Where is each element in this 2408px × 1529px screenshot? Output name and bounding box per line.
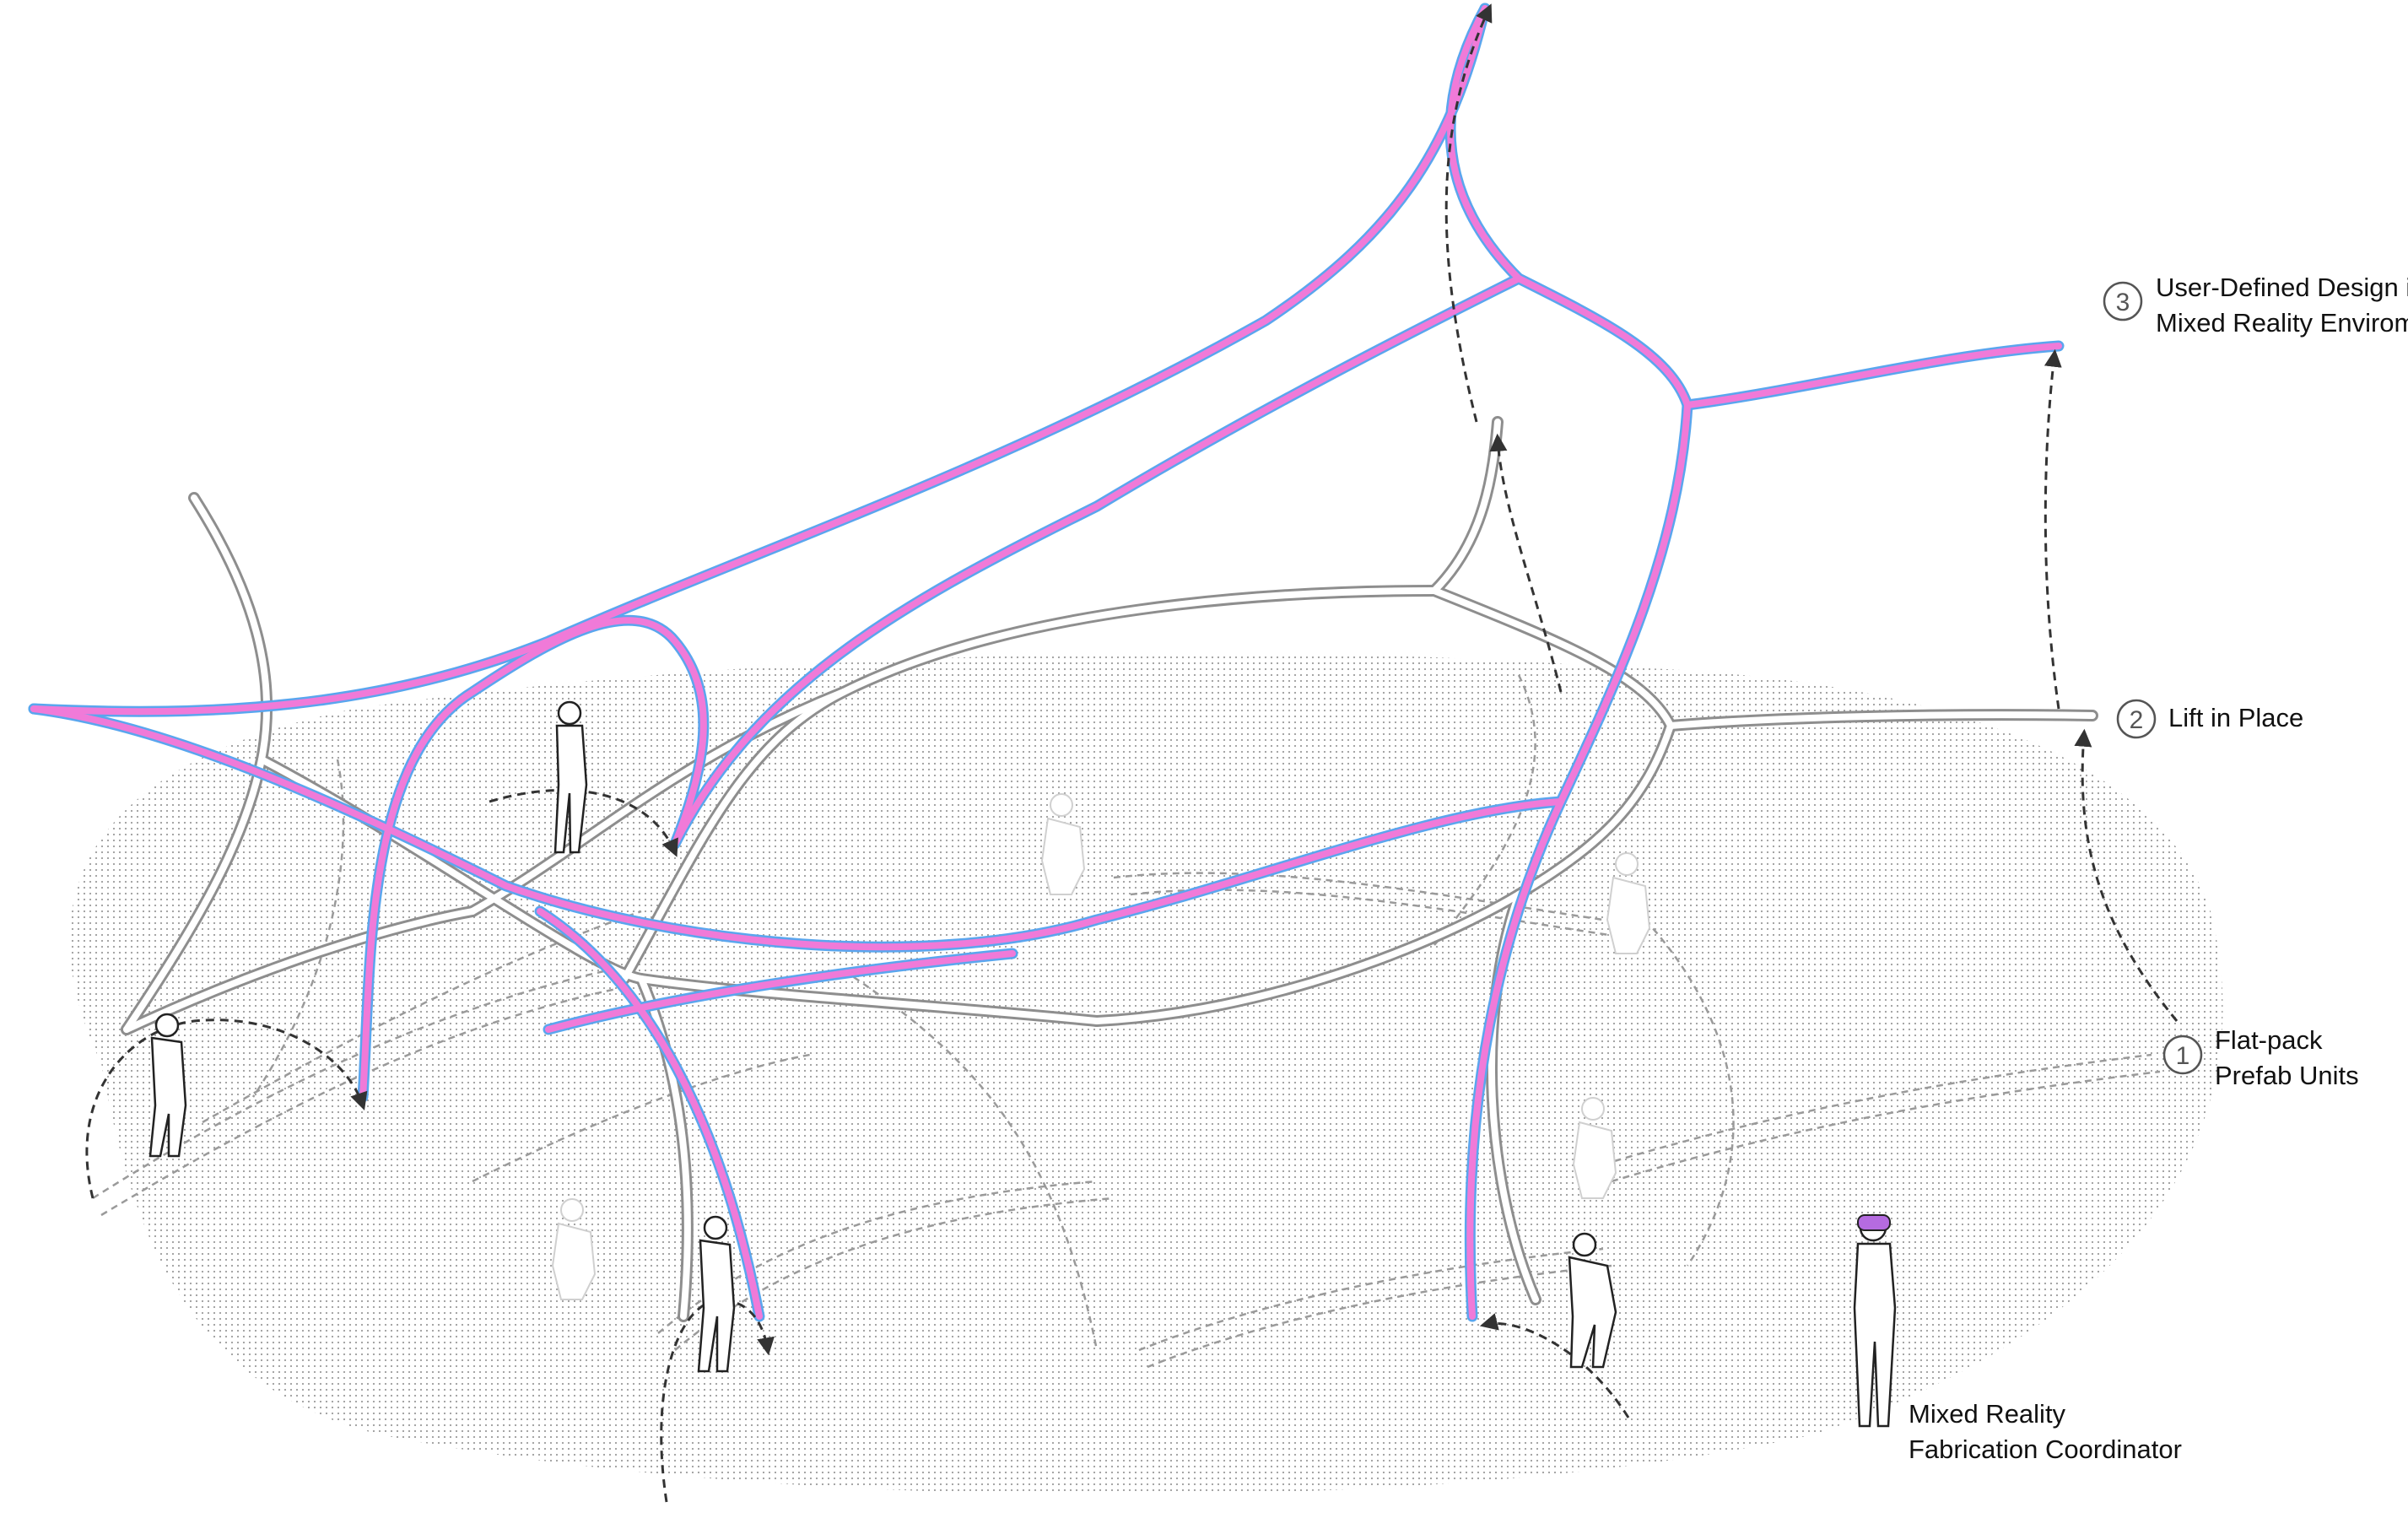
place-arrow-b — [85, 1018, 368, 1199]
step1-number: 1 — [2176, 1042, 2190, 1070]
ground-plane — [69, 653, 2223, 1495]
person-silhouette-icon — [553, 700, 588, 854]
step2-number: 2 — [2130, 706, 2144, 734]
step3-number: 3 — [2116, 289, 2130, 316]
step1-line2: Prefab Units — [2215, 1061, 2359, 1090]
coordinator-line2: Fabrication Coordinator — [1909, 1434, 2182, 1464]
step3-line2: Mixed Reality Enviroment — [2156, 308, 2408, 338]
lift-arrow-step2 — [2074, 728, 2179, 1022]
step2-text: Lift in Place — [2168, 703, 2304, 732]
step3-line1: User-Defined Design in — [2156, 273, 2408, 302]
coordinator-line1: Mixed Reality — [1909, 1399, 2066, 1429]
faded-person-icon — [1606, 852, 1651, 954]
faded-person-icon — [551, 1198, 597, 1300]
lift-arrow-center — [1489, 433, 1563, 693]
mixed-reality-design — [28, 3, 2065, 1322]
person-silhouette-icon — [1568, 1232, 1617, 1369]
place-arrow-a — [489, 789, 678, 857]
lifted-structure-inner — [123, 419, 2096, 1320]
coordinator-label: Mixed Reality Fabrication Coordinator — [1909, 1397, 2182, 1467]
ghost-workers — [551, 793, 1651, 1300]
step-markers — [2103, 281, 2203, 1075]
faded-person-icon — [1040, 793, 1086, 895]
person-silhouette-icon — [697, 1215, 736, 1373]
lift-arrow-right — [2044, 348, 2062, 710]
workers — [148, 700, 1897, 1428]
step1-label: Flat-pack Prefab Units — [2215, 1023, 2359, 1094]
step-marker-numbers: 2 1 3 — [2116, 289, 2190, 1070]
faded-person-icon — [1572, 1097, 1617, 1199]
mixed-reality-headset-icon — [1857, 1214, 1891, 1231]
person-silhouette-icon — [148, 1013, 187, 1158]
place-arrow-d — [1479, 1313, 1630, 1418]
step1-line1: Flat-pack — [2215, 1025, 2323, 1055]
step3-label: User-Defined Design in Mixed Reality Env… — [2156, 270, 2408, 341]
step2-label: Lift in Place — [2168, 700, 2303, 736]
